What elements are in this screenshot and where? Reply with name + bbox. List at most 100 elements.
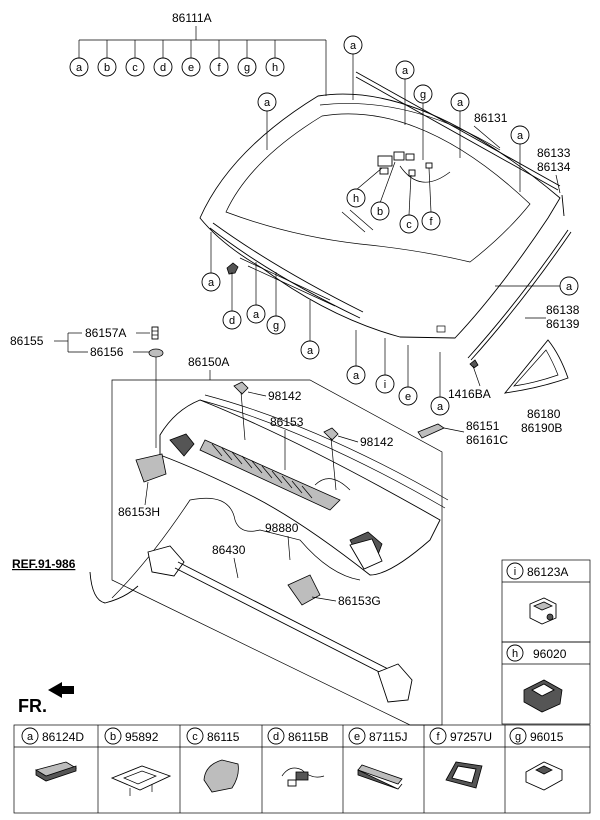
svg-text:h: h <box>512 648 518 660</box>
callout-a-3: a <box>450 92 470 158</box>
callout-a-2: a <box>395 60 415 125</box>
part-label-86180: 86180 <box>527 407 561 421</box>
svg-text:a: a <box>253 309 260 321</box>
part-label-98142-b: 98142 <box>360 435 394 449</box>
legend-part-96020: 96020 <box>533 647 567 661</box>
svg-text:d: d <box>160 62 166 74</box>
callout-a-7: a <box>246 262 266 324</box>
svg-text:d: d <box>273 731 279 743</box>
callout-a-9: a <box>346 330 366 385</box>
svg-text:a: a <box>264 97 271 109</box>
legend-box-h: h 96020 <box>501 641 591 725</box>
part-label-86111a: 86111A <box>172 11 212 25</box>
svg-text:e: e <box>188 62 194 74</box>
svg-text:f: f <box>436 731 440 743</box>
clip-86157a <box>151 326 159 340</box>
svg-text:a: a <box>402 65 409 77</box>
part-label-86134: 86134 <box>537 160 571 174</box>
strip-icon-e <box>357 764 403 785</box>
part-label-86138: 86138 <box>546 303 580 317</box>
legend-cell-d: d 86115B <box>267 727 328 787</box>
svg-text:a: a <box>457 97 464 109</box>
legend-cell-g: g 96015 <box>509 727 564 791</box>
callout-e-1: e <box>398 345 418 406</box>
svg-text:b: b <box>377 206 383 218</box>
windshield-glass <box>199 93 561 339</box>
housing-icon-g <box>525 761 563 791</box>
side-moulding-86133 <box>561 194 565 217</box>
callout-tree-e: e <box>181 57 201 77</box>
svg-text:96015: 96015 <box>530 730 564 744</box>
callout-tree-c: c <box>125 57 145 77</box>
leader-86131 <box>473 125 501 149</box>
svg-text:h: h <box>353 193 359 205</box>
front-direction-label: FR. <box>18 696 47 716</box>
cowl-grille-slats <box>211 443 313 499</box>
part-label-98142-a: 98142 <box>268 389 302 403</box>
callout-g-1: g <box>413 84 433 160</box>
callout-c-1: c <box>399 174 419 234</box>
part-label-86153: 86153 <box>270 415 304 429</box>
part-label-86150a: 86150A <box>188 355 229 369</box>
callout-tree-f: f <box>209 57 229 77</box>
svg-text:95892: 95892 <box>125 730 159 744</box>
part-label-86133: 86133 <box>537 146 571 160</box>
svg-text:a: a <box>307 345 314 357</box>
legend-cell-c: c 86115 <box>186 727 240 793</box>
part-label-86161c: 86161C <box>466 433 508 447</box>
callout-b-1: b <box>370 161 396 221</box>
grommet-86156 <box>148 348 164 448</box>
leader-98880 <box>287 535 291 561</box>
side-moulding-86138 <box>467 229 572 361</box>
callout-tree-d: d <box>153 57 173 77</box>
svg-text:a: a <box>208 277 215 289</box>
part-label-86430: 86430 <box>212 543 246 557</box>
part-label-86131: 86131 <box>474 111 508 125</box>
leader-86151 <box>443 427 465 433</box>
legend-part-86123a: 86123A <box>527 565 568 579</box>
legend-cell-b: b 95892 <box>104 727 172 796</box>
leader-86153h <box>144 481 149 506</box>
svg-text:g: g <box>515 731 521 743</box>
svg-text:87115J: 87115J <box>369 730 407 744</box>
svg-text:g: g <box>420 89 426 101</box>
letter-tree-lines <box>78 26 327 96</box>
svg-text:h: h <box>272 62 278 74</box>
svg-text:86124D: 86124D <box>42 730 84 744</box>
bumper-stop-icon <box>529 597 557 625</box>
svg-text:c: c <box>132 62 138 74</box>
svg-text:e: e <box>354 731 360 743</box>
mirror-bracket-cluster <box>377 151 451 183</box>
svg-text:g: g <box>273 320 279 332</box>
svg-text:i: i <box>514 566 516 578</box>
sensor-bracket-icon <box>523 679 563 713</box>
svg-text:f: f <box>217 62 221 74</box>
bracket-86155 <box>54 332 88 353</box>
callout-a-1: a <box>343 35 363 100</box>
callout-i-1: i <box>375 338 395 394</box>
leader-98142-b <box>337 435 359 443</box>
svg-text:a: a <box>353 370 360 382</box>
svg-text:i: i <box>384 379 386 391</box>
svg-text:c: c <box>192 731 198 743</box>
legend-cell-e: e 87115J <box>348 727 407 790</box>
harness-icon-d <box>281 767 325 778</box>
cap-icon-c <box>203 759 239 793</box>
washer-hose-98880 <box>111 497 361 599</box>
quarter-glass-86180 <box>503 339 569 394</box>
legend-row <box>13 724 591 814</box>
callout-a-8: a <box>300 300 320 360</box>
svg-text:b: b <box>110 731 116 743</box>
svg-text:97257U: 97257U <box>450 730 492 744</box>
hose-98142-left <box>233 381 249 441</box>
part-label-1416ba: 1416BA <box>448 387 491 401</box>
clip-86151 <box>417 423 445 439</box>
part-label-86190b: 86190B <box>521 421 562 435</box>
svg-text:a: a <box>566 281 573 293</box>
hose-98142-right <box>323 427 339 491</box>
leader-1416ba <box>472 365 481 387</box>
leader-98142-a <box>247 391 267 397</box>
svg-text:a: a <box>437 401 444 413</box>
part-label-86157a: 86157A <box>85 326 126 340</box>
